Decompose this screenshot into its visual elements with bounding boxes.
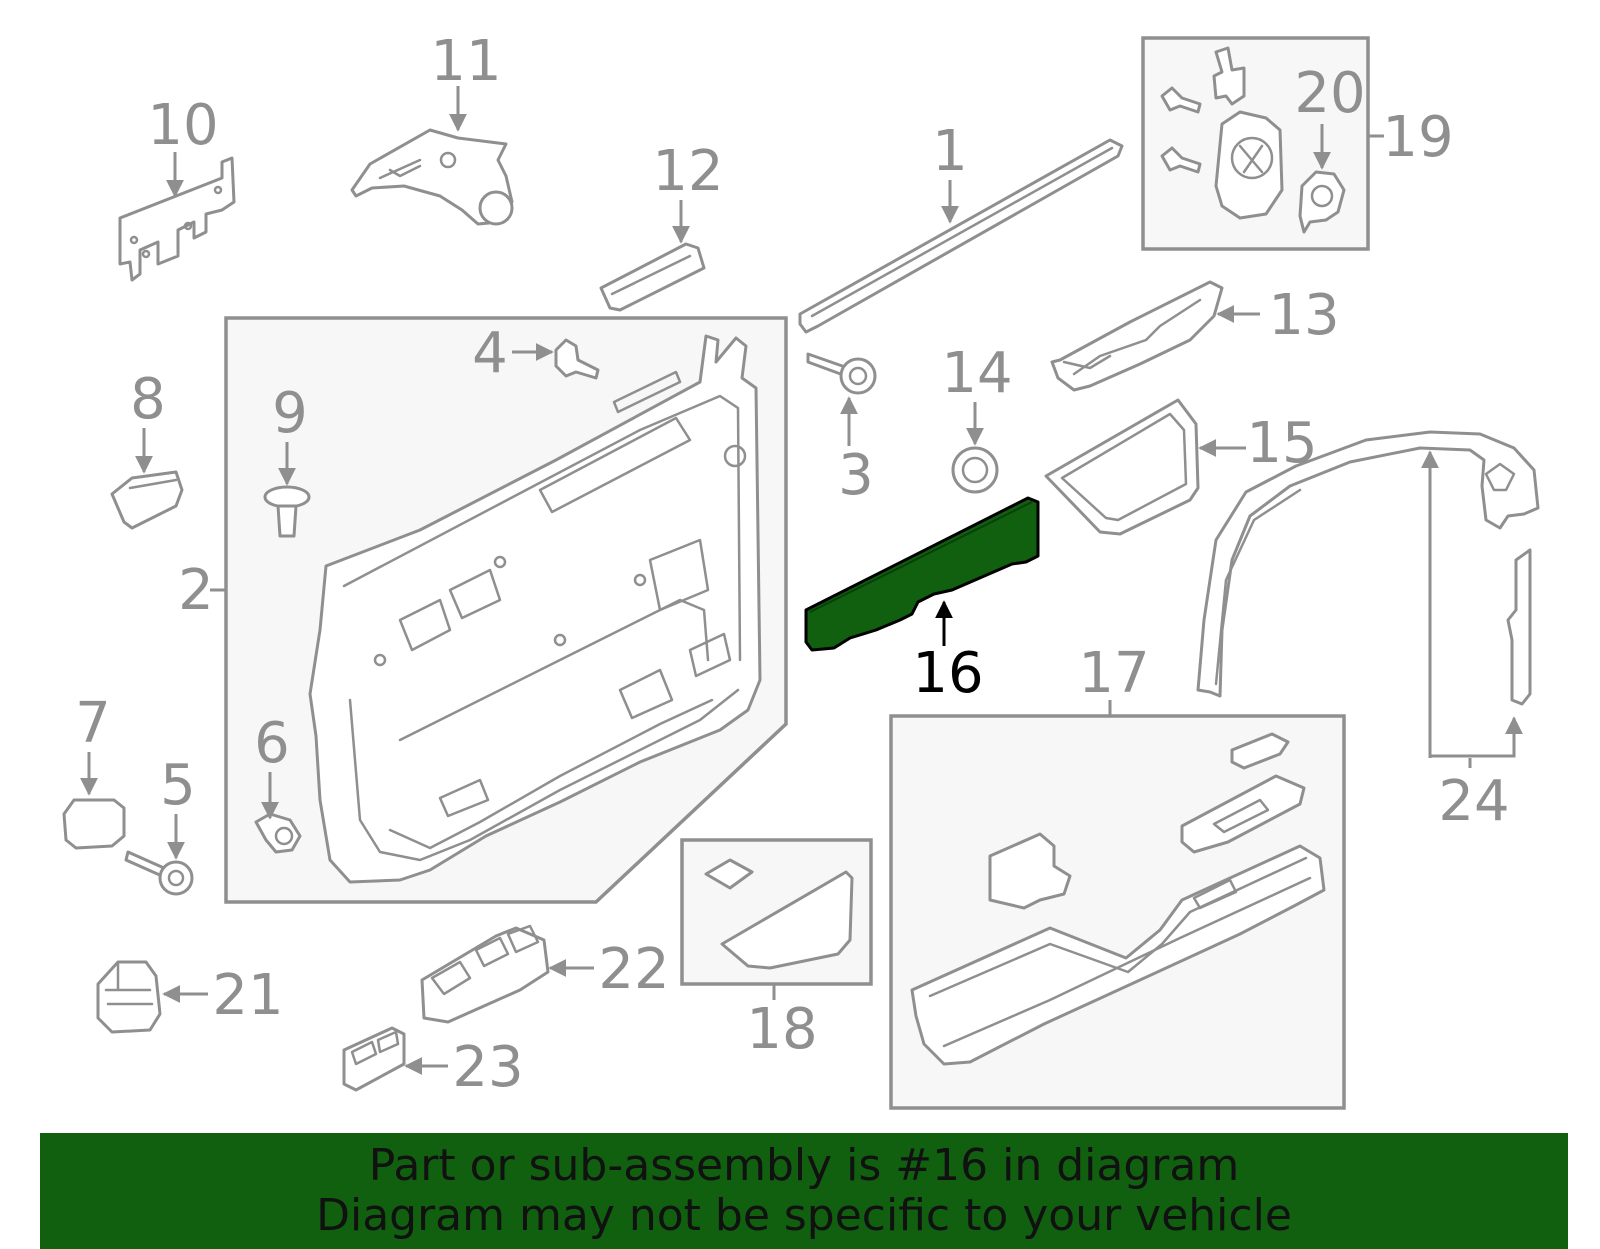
- part-19-bracket-assembly[interactable]: [1160, 46, 1284, 220]
- part-14-grommet[interactable]: [951, 446, 999, 494]
- callout-12: 12: [652, 139, 723, 204]
- part-2-door-trim-panel[interactable]: [308, 334, 762, 884]
- part-4-push-pin[interactable]: [554, 338, 600, 380]
- part-22-window-switch[interactable]: [420, 924, 550, 1024]
- part-13-inner-handle[interactable]: [1050, 280, 1224, 392]
- callout-8: 8: [130, 367, 166, 432]
- callout-13: 13: [1268, 283, 1339, 348]
- part-10-bracket[interactable]: [118, 156, 236, 282]
- callout-20: 20: [1294, 61, 1365, 126]
- callout-17: 17: [1078, 641, 1149, 706]
- callout-3: 3: [838, 443, 874, 508]
- part-16-bolster-highlighted[interactable]: [804, 496, 1040, 652]
- callout-14: 14: [941, 341, 1012, 406]
- callout-24: 24: [1438, 769, 1509, 834]
- callout-15: 15: [1246, 411, 1317, 476]
- callout-2: 2: [178, 558, 214, 623]
- callout-19: 19: [1382, 105, 1453, 170]
- part-8-cap[interactable]: [110, 470, 184, 530]
- callout-10: 10: [147, 93, 218, 158]
- part-11-reinforcement[interactable]: [350, 128, 514, 226]
- callout-numbers: 1 2 3 4 5 6 7 8 9 10 11 12 13 14 15 16 1…: [75, 29, 1509, 1100]
- part-16-shape[interactable]: [804, 496, 1040, 652]
- callout-6: 6: [254, 711, 290, 776]
- part-9-push-pin[interactable]: [263, 485, 311, 538]
- callout-1: 1: [932, 119, 968, 184]
- banner-line-2: Diagram may not be specific to your vehi…: [316, 1190, 1292, 1241]
- part-12-trim-piece[interactable]: [599, 242, 706, 312]
- callout-16: 16: [912, 641, 983, 706]
- part-24-pillar-trim[interactable]: [1196, 430, 1540, 706]
- part-3-screw[interactable]: [806, 352, 877, 395]
- banner-line-1: Part or sub-assembly is #16 in diagram: [368, 1140, 1240, 1191]
- info-banner: Part or sub-assembly is #16 in diagram D…: [40, 1133, 1568, 1249]
- part-15-bezel[interactable]: [1044, 398, 1200, 536]
- callout-11: 11: [430, 29, 501, 94]
- callout-5: 5: [160, 753, 196, 818]
- callout-7: 7: [75, 691, 111, 756]
- callout-18: 18: [746, 997, 817, 1062]
- part-17-armrest[interactable]: [910, 732, 1326, 1066]
- part-1-weatherstrip[interactable]: [798, 138, 1124, 334]
- part-23-switch[interactable]: [342, 1026, 406, 1092]
- callout-21: 21: [212, 963, 283, 1028]
- callout-22: 22: [598, 937, 669, 1002]
- callout-4: 4: [472, 321, 508, 386]
- part-21-switch[interactable]: [96, 960, 162, 1034]
- callout-9: 9: [272, 381, 308, 446]
- part-5-screw[interactable]: [124, 850, 194, 896]
- part-18-bezel[interactable]: [704, 858, 854, 970]
- part-7-cover[interactable]: [62, 798, 126, 850]
- part-20-clip[interactable]: [1298, 170, 1346, 234]
- callout-23: 23: [452, 1035, 523, 1100]
- leader-lines: [80, 86, 1523, 1075]
